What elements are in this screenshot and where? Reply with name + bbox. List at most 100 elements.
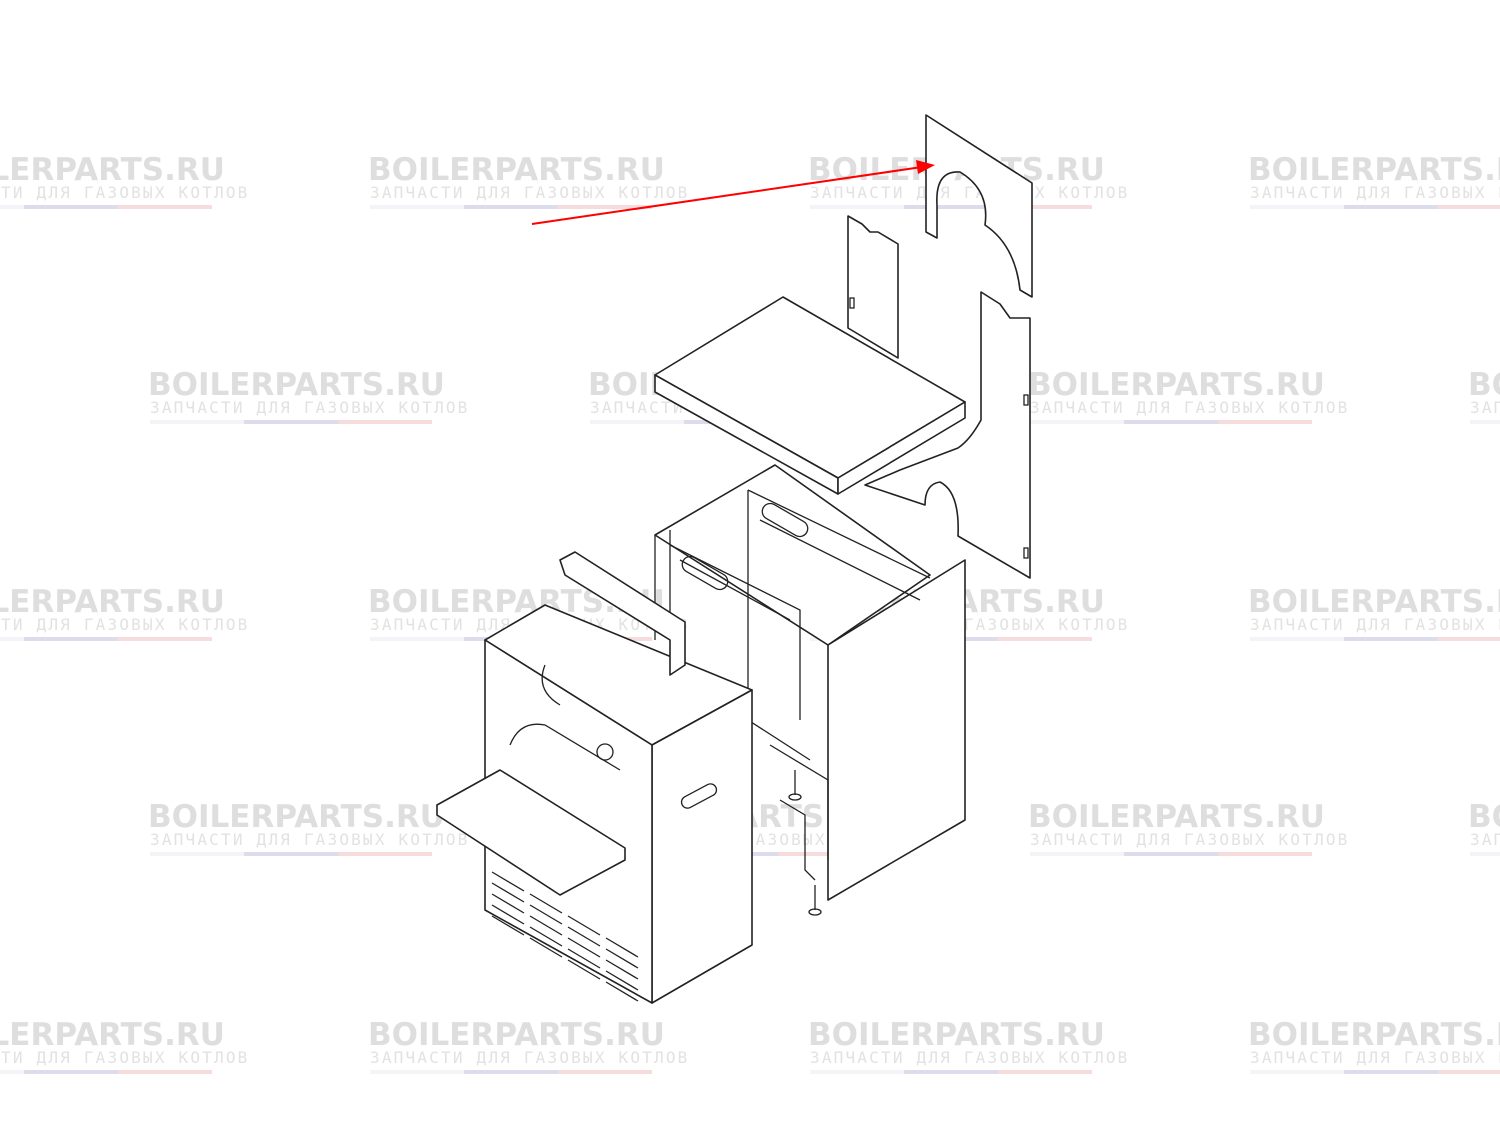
watermark-bar [118, 205, 212, 209]
vent-slot [567, 959, 601, 980]
watermark-title: BOILERPARTS.RU [0, 584, 225, 620]
vent-slot [605, 948, 639, 969]
watermark-subtitle: ЗАПЧАСТИ ДЛЯ ГАЗОВЫХ КОТЛОВ [0, 615, 250, 634]
watermark-bar [24, 637, 118, 641]
watermark-bar [24, 1070, 118, 1074]
watermark-bar [810, 1070, 904, 1074]
narrow-side-panel[interactable] [847, 215, 899, 359]
watermark-bar [1250, 637, 1344, 641]
watermark-bar [1344, 205, 1438, 209]
watermark-bar [558, 1070, 652, 1074]
vent-slot [529, 893, 563, 914]
watermark-bar [150, 852, 244, 856]
handle-slot [680, 783, 718, 809]
watermark-subtitle: ЗАПЧАСТИ ДЛЯ ГАЗОВЫХ КОТЛОВ [1470, 398, 1500, 417]
watermark-subtitle: ЗАПЧАСТИ ДЛЯ ГАЗОВЫХ КОТЛОВ [1250, 615, 1500, 634]
watermark-bar [998, 637, 1092, 641]
watermark-bar [24, 205, 118, 209]
vent-slot [491, 871, 525, 892]
watermark-bar [590, 420, 684, 424]
watermark-bar [1218, 852, 1312, 856]
watermark-bar [778, 852, 872, 856]
watermark-bar [370, 205, 464, 209]
watermark-bar [0, 637, 24, 641]
vent-slot [567, 937, 601, 958]
body-slot [681, 555, 729, 591]
vent-slot [491, 893, 525, 914]
watermark-title: BOILERPARTS.RU [1248, 584, 1500, 620]
watermark-title: BOILERPARTS.RU [1028, 799, 1325, 835]
vent-slot [567, 926, 601, 947]
highlight-arrow [531, 160, 935, 225]
watermark-bar [370, 637, 464, 641]
watermark-title: BOILERPARTS.RU [1248, 1017, 1500, 1053]
body-slot [761, 502, 809, 538]
watermark-title: BOILERPARTS.RU [1248, 152, 1500, 188]
watermark-subtitle: ЗАПЧАСТИ ДЛЯ ГАЗОВЫХ КОТЛОВ [0, 183, 250, 202]
watermark-bar [118, 637, 212, 641]
watermark-subtitle: ЗАПЧАСТИ ДЛЯ ГАЗОВЫХ КОТЛОВ [1030, 398, 1350, 417]
vent-slot [567, 948, 601, 969]
watermark-bar [1470, 852, 1500, 856]
watermark-bar [1250, 1070, 1344, 1074]
screw-head [788, 793, 802, 801]
top-gasket-panel[interactable] [925, 114, 1033, 298]
watermark-bar [904, 205, 998, 209]
watermark-bar [1438, 1070, 1500, 1074]
vent-grille [491, 871, 639, 1002]
watermark-bar [1344, 637, 1438, 641]
watermark-title: BOILERPARTS.RU [1468, 799, 1500, 835]
watermark-bar [0, 1070, 24, 1074]
vent-slot [491, 915, 525, 936]
vent-slot [605, 959, 639, 980]
front-hole [596, 743, 614, 761]
watermark-title: BOILERPARTS.RU [808, 1017, 1105, 1053]
watermark-title: BOILERPARTS.RU [368, 1017, 665, 1053]
watermark-bar [1438, 205, 1500, 209]
watermark-title: BOILERPARTS.RU [0, 152, 225, 188]
side-gasket-panel[interactable] [864, 291, 1031, 579]
watermark-subtitle: ЗАПЧАСТИ ДЛЯ ГАЗОВЫХ КОТЛОВ [1030, 830, 1350, 849]
watermark-subtitle: ЗАПЧАСТИ ДЛЯ ГАЗОВЫХ КОТЛОВ [150, 830, 470, 849]
vent-slot [491, 882, 525, 903]
boiler-body-frame[interactable] [654, 464, 966, 916]
top-handle [559, 551, 686, 676]
front-casing[interactable] [436, 551, 753, 1004]
watermark-bar [338, 420, 432, 424]
panel-slot [1023, 394, 1029, 406]
watermark-bar [1030, 420, 1124, 424]
watermark-bar [118, 1070, 212, 1074]
top-lid[interactable] [654, 296, 966, 495]
front-shelf[interactable] [436, 769, 626, 896]
watermark-bar [338, 852, 432, 856]
watermark-bar [558, 205, 652, 209]
watermark-bar [998, 1070, 1092, 1074]
vent-slot [529, 937, 563, 958]
vent-slot [529, 904, 563, 925]
watermark-bar [150, 420, 244, 424]
watermark-subtitle: ЗАПЧАСТИ ДЛЯ ГАЗОВЫХ КОТЛОВ [1470, 830, 1500, 849]
watermark-bar [1344, 1070, 1438, 1074]
vent-slot [605, 981, 639, 1002]
screw-head [808, 908, 822, 916]
watermark-subtitle: ЗАПЧАСТИ ДЛЯ ГАЗОВЫХ КОТЛОВ [0, 1048, 250, 1067]
watermark-bar [998, 205, 1092, 209]
watermark-subtitle: ЗАПЧАСТИ ДЛЯ ГАЗОВЫХ КОТЛОВ [370, 183, 690, 202]
vent-slot [605, 937, 639, 958]
watermark-bar [244, 852, 338, 856]
vent-slot [567, 915, 601, 936]
watermark-bar [1250, 205, 1344, 209]
watermark-title: BOILERPARTS.RU [148, 799, 445, 835]
